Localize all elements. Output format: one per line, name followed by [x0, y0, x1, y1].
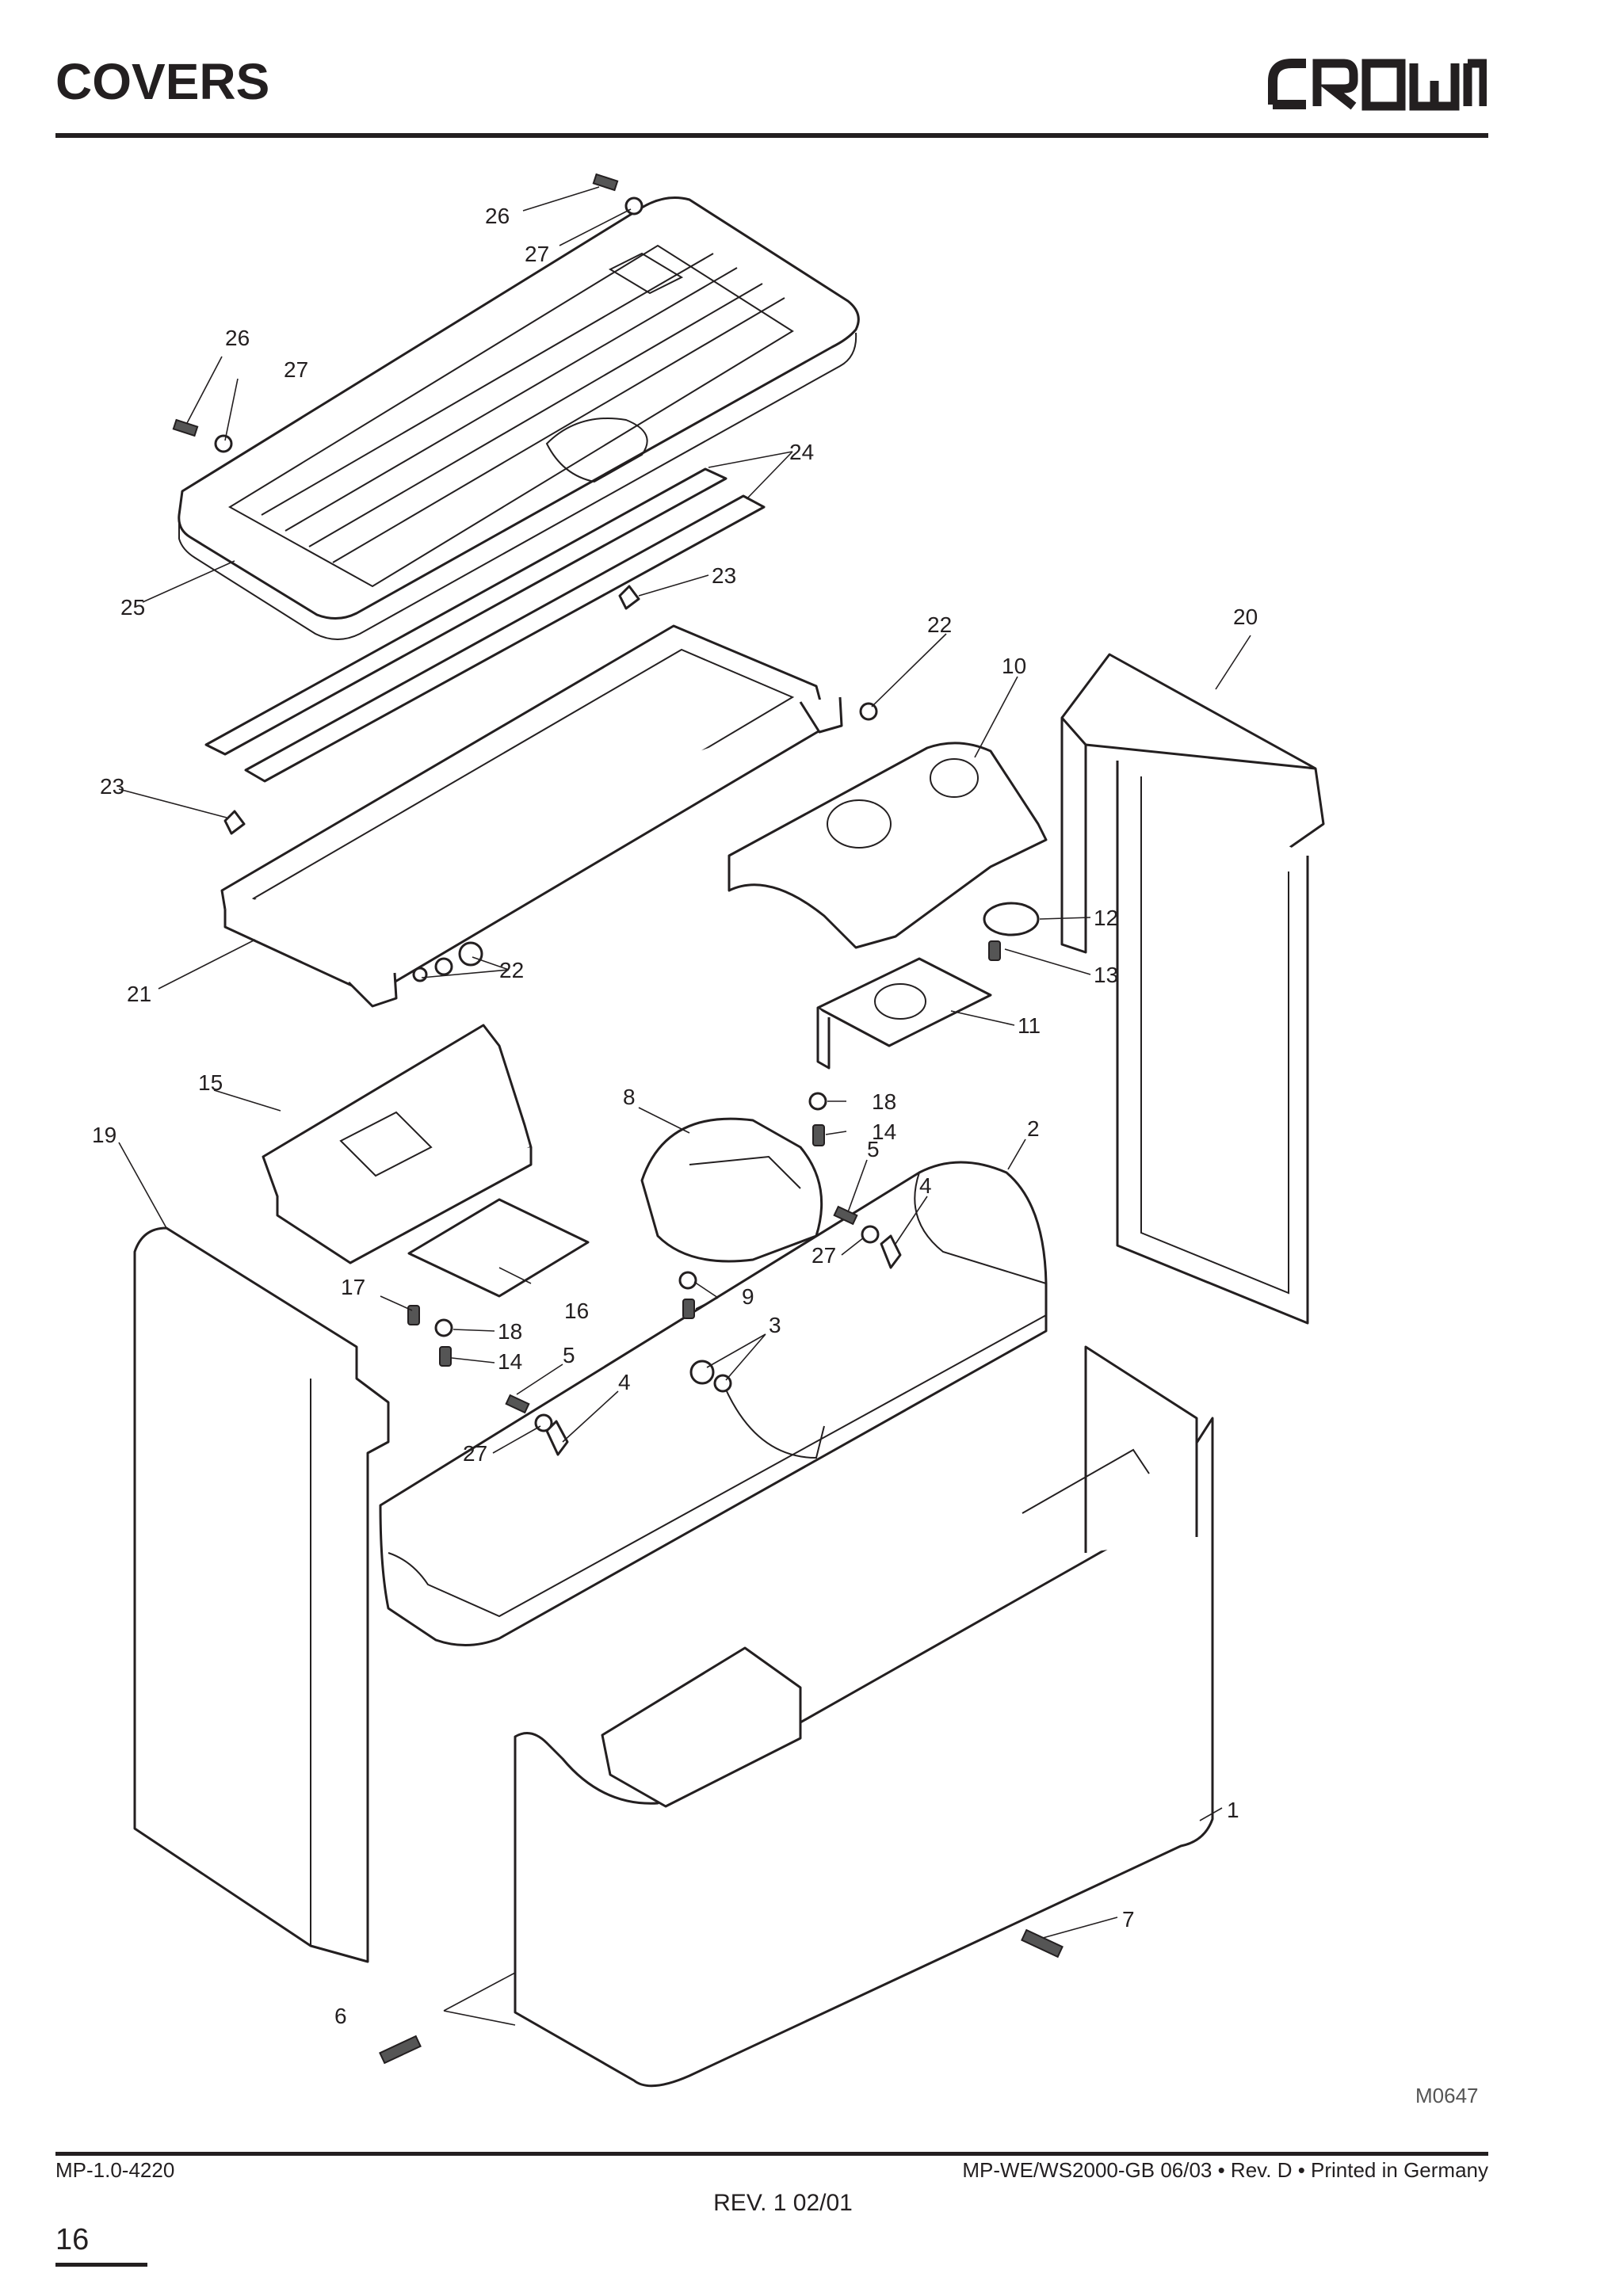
- part-21-tray: [220, 624, 843, 1008]
- header-rule: [55, 133, 1488, 138]
- callout-10: 10: [1002, 654, 1026, 678]
- hardware: [172, 173, 1064, 2065]
- footer-rule: [55, 2152, 1488, 2156]
- callout-21: 21: [127, 982, 151, 1006]
- callout-9: 9: [742, 1284, 754, 1309]
- crown-logo: [1268, 59, 1487, 111]
- part-24-strips: [204, 467, 766, 783]
- part-11-bracket: [816, 957, 992, 1070]
- callout-11: 11: [1018, 1013, 1041, 1038]
- part-2-main-cover: [379, 1161, 1048, 1646]
- part-19-side-panel: [133, 1226, 390, 1963]
- part-16-plate: [407, 1198, 590, 1298]
- callout-7: 7: [1122, 1907, 1135, 1932]
- callout-14: 14: [872, 1119, 896, 1144]
- callout-26: 26: [485, 204, 510, 228]
- figure-code: M0647: [1415, 2084, 1479, 2107]
- callout-27: 27: [525, 242, 549, 266]
- callout-23: 23: [712, 563, 736, 588]
- callout-4: 4: [919, 1173, 932, 1198]
- part-1-rear-cover: [514, 1345, 1214, 2088]
- leader-lines: [118, 186, 1251, 2026]
- callout-22: 22: [499, 958, 524, 982]
- callout-25: 25: [120, 595, 145, 620]
- callout-27: 27: [284, 357, 308, 382]
- page-title: COVERS: [55, 53, 270, 110]
- callout-23: 23: [100, 774, 124, 799]
- part-10-housing: [727, 742, 1048, 949]
- callout-3: 3: [769, 1313, 781, 1337]
- callout-20: 20: [1233, 605, 1258, 629]
- part-8-guard: [640, 1117, 823, 1263]
- page-number: 16: [55, 2223, 90, 2256]
- footer-revision: REV. 1 02/01: [713, 2190, 853, 2216]
- covers-exploded-diagram: 26 27 26 27 24 25 23 22 20 10 23 12 13 2…: [92, 173, 1325, 2088]
- callout-17: 17: [341, 1275, 365, 1299]
- callouts: 26 27 26 27 24 25 23 22 20 10 23 12 13 2…: [92, 204, 1258, 2028]
- callout-6: 6: [334, 2004, 347, 2028]
- footer-manual-info: MP-WE/WS2000-GB 06/03 • Rev. D • Printed…: [962, 2158, 1488, 2182]
- callout-27: 27: [812, 1243, 836, 1268]
- callout-27: 27: [463, 1441, 487, 1466]
- callout-1: 1: [1227, 1798, 1239, 1822]
- callout-19: 19: [92, 1123, 116, 1147]
- callout-22: 22: [927, 612, 952, 637]
- callout-18: 18: [498, 1319, 522, 1344]
- page-number-rule: [55, 2263, 147, 2267]
- callout-15: 15: [198, 1070, 223, 1095]
- part-12-ring: [983, 902, 1040, 936]
- part-15-cover: [262, 1024, 533, 1264]
- callout-2: 2: [1027, 1116, 1040, 1141]
- callout-14: 14: [498, 1349, 522, 1374]
- part-20-frame: [1060, 653, 1325, 1325]
- callout-12: 12: [1094, 906, 1118, 930]
- callout-26: 26: [225, 326, 250, 350]
- footer-doc-code: MP-1.0-4220: [55, 2158, 175, 2182]
- callout-18: 18: [872, 1089, 896, 1114]
- callout-13: 13: [1094, 963, 1118, 987]
- callout-4: 4: [618, 1370, 631, 1394]
- callout-16: 16: [564, 1299, 589, 1323]
- callout-8: 8: [623, 1085, 636, 1109]
- callout-5: 5: [563, 1343, 575, 1367]
- part-25-top-cover: [178, 196, 860, 640]
- callout-24: 24: [789, 440, 814, 464]
- callout-5: 5: [867, 1137, 880, 1161]
